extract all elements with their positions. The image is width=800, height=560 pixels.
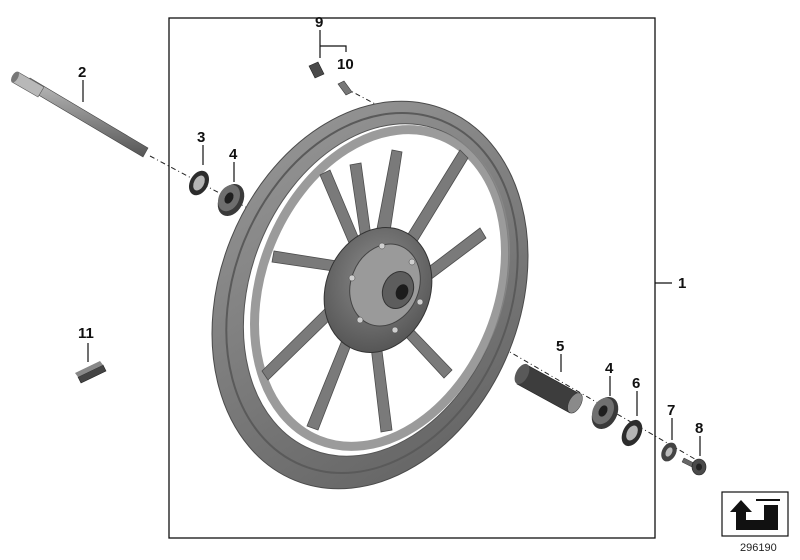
document-number: 296190 (740, 542, 777, 554)
part-washer (661, 442, 677, 462)
part-spacer-sleeve (514, 363, 583, 414)
part-balance-weight (75, 361, 107, 384)
callout-3: 3 (197, 129, 205, 146)
leader-9-10 (319, 30, 347, 58)
callout-8: 8 (695, 420, 703, 437)
callout-4-right: 4 (605, 360, 614, 377)
callout-11: 11 (78, 325, 94, 342)
part-bearing-left (217, 183, 245, 217)
callout-1: 1 (678, 275, 686, 292)
callout-4-left: 4 (229, 146, 238, 163)
callout-5: 5 (556, 338, 564, 355)
callout-7: 7 (667, 402, 675, 419)
part-bolt (681, 457, 707, 476)
part-wheel (211, 100, 529, 490)
callout-6: 6 (632, 375, 640, 392)
arrow-reference-icon (721, 491, 789, 537)
part-seal-ring (188, 170, 210, 196)
callout-9: 9 (315, 14, 323, 31)
callout-10: 10 (337, 56, 354, 73)
part-axle (11, 71, 149, 158)
callout-2: 2 (78, 64, 86, 81)
assembly-frame (168, 17, 656, 539)
part-seal-ring-right (621, 419, 643, 447)
part-bearing-right (591, 396, 619, 430)
part-valve (308, 61, 353, 96)
